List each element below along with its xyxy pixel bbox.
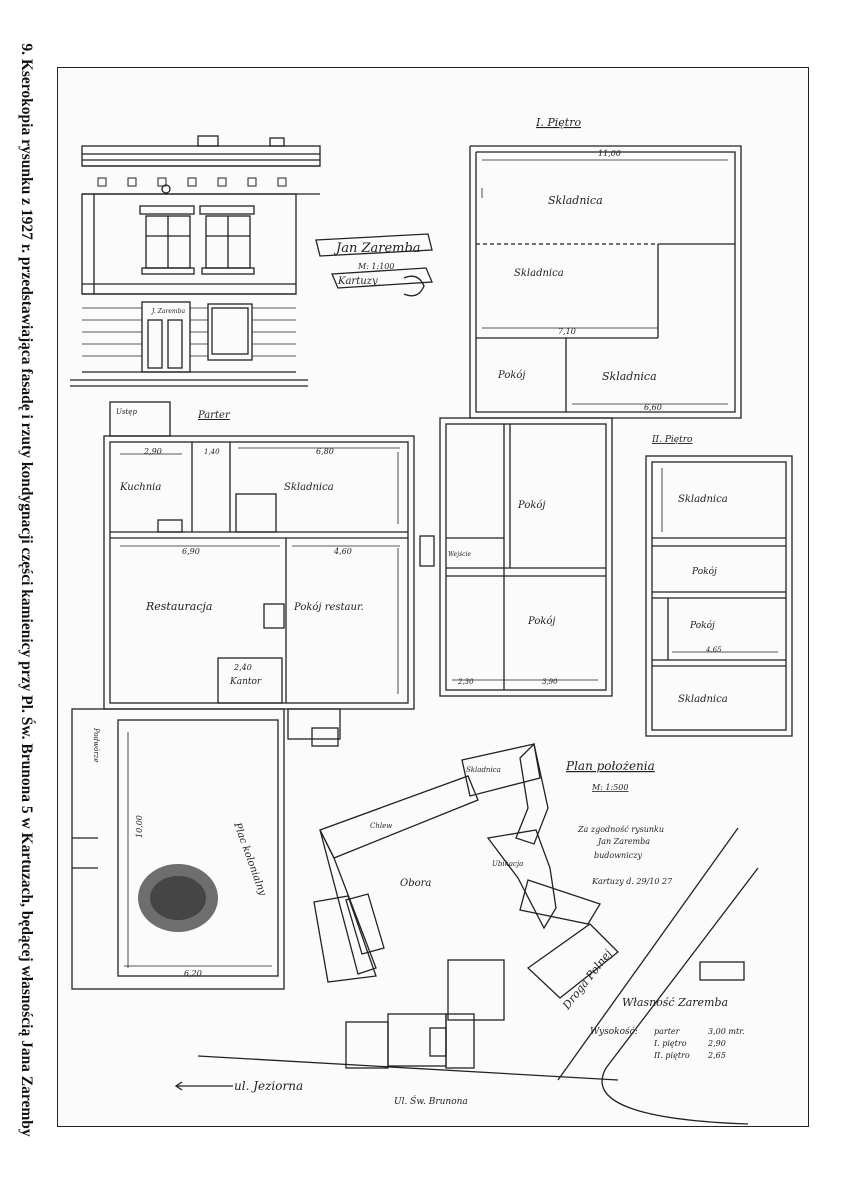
room-pokoj-restaur: Pokój restaur. — [293, 602, 364, 613]
note-date: Kartuzy d. 29/10 27 — [591, 877, 673, 886]
dim-6-20: 6,20 — [184, 969, 202, 978]
dim-6-90: 6,90 — [182, 547, 200, 556]
title-place: Kartuzy — [337, 276, 378, 287]
room-pokoj-1: Pokój — [497, 370, 526, 381]
dim-1-40: 1,40 — [204, 448, 220, 456]
middle-annex-plan — [419, 417, 613, 697]
height-value-1: 2,90 — [707, 1039, 726, 1048]
blueprint-drawing: Jan Zaremba M: 1:100 Kartuzy J. Zaremba … — [70, 116, 793, 1125]
title-owner: Jan Zaremba — [333, 241, 421, 256]
room-pokoj-2: Pokój — [517, 500, 546, 511]
title-banner — [315, 233, 433, 297]
room-kantor: Kantor — [229, 677, 262, 687]
room-skladnica-4: Skladnica — [284, 482, 334, 493]
room-skladnica-6: Skladnica — [678, 694, 728, 705]
title-scale: M: 1:100 — [357, 262, 394, 271]
dim-3-90: 3,90 — [542, 678, 558, 686]
room-pokoj-4: Pokój — [691, 566, 717, 577]
height-floor-1: I. piętro — [653, 1039, 687, 1048]
note-line2: Jan Zaremba — [596, 837, 650, 846]
street-b: Ul. Św. Brunona — [394, 1095, 468, 1107]
height-value-0: 3,00 mtr. — [708, 1027, 745, 1036]
note-line1: Za zgodność rysunku — [577, 825, 664, 834]
site-plan — [174, 742, 759, 1125]
facade-elevation — [70, 135, 321, 387]
street-c: Droga Polnej — [560, 947, 615, 1013]
heights-label: Wysokość: — [590, 1026, 638, 1037]
second-floor-plan — [645, 455, 793, 737]
street-a: ul. Jeziorna — [234, 1079, 303, 1093]
room-pokoj-5: Pokój — [689, 620, 715, 631]
dim-4-60: 4,60 — [333, 547, 352, 556]
note-line3: budowniczy — [594, 851, 642, 860]
legend-owner: Własność Zaremba — [622, 996, 728, 1009]
room-ubikacja: Ubikacja — [492, 860, 523, 868]
dim-7-10: 7,10 — [558, 327, 576, 336]
dim-4-65: 4,65 — [705, 646, 722, 654]
dim-2-90: 2,90 — [143, 447, 162, 456]
room-skladnica-5: Skladnica — [678, 494, 728, 505]
room-obora: Obora — [400, 878, 431, 889]
shop-sign: J. Zaremba — [150, 308, 185, 315]
height-floor-2: II. piętro — [653, 1051, 690, 1060]
height-value-2: 2,65 — [707, 1051, 726, 1060]
room-wejscie: Wejście — [448, 551, 471, 558]
yard-plan — [71, 708, 341, 990]
figure-caption: 9. Kserokopia rysunku z 1927 r. przedsta… — [6, 43, 46, 1136]
room-skladnica-1: Skladnica — [548, 194, 603, 207]
caption-text: 9. Kserokopia rysunku z 1927 r. przedsta… — [18, 43, 35, 1137]
height-floor-0: parter — [654, 1027, 681, 1036]
room-skladnica-7: Skladnica — [466, 766, 501, 774]
dim-2-30: 2,30 — [457, 678, 474, 686]
first-floor-plan — [469, 145, 742, 419]
dim-11-00: 11,00 — [598, 149, 621, 158]
blueprint-sheet: Jan Zaremba M: 1:100 Kartuzy J. Zaremba … — [57, 67, 809, 1127]
room-plac: Plac kolonialny — [231, 820, 268, 897]
room-chlew: Chlew — [370, 822, 392, 830]
room-kuchnia: Kuchnia — [119, 482, 161, 493]
dim-6-60: 6,60 — [644, 403, 662, 412]
site-plan-scale: M: 1:500 — [591, 783, 628, 792]
floor1-title: I. Piętro — [535, 116, 581, 129]
dim-2-40: 2,40 — [233, 663, 252, 672]
dim-6-80: 6,80 — [316, 447, 334, 456]
room-skladnica-3: Skladnica — [602, 370, 657, 383]
floor2-title: II. Piętro — [651, 435, 693, 445]
room-podworze: Podwórze — [92, 727, 100, 763]
room-skladnica-2: Skladnica — [514, 268, 564, 279]
room-pokoj-3: Pokój — [527, 616, 556, 627]
ground-title: Parter — [197, 410, 231, 421]
room-restauracja: Restauracja — [145, 600, 212, 613]
room-ustep: Ustęp — [116, 408, 137, 416]
dim-10-00: 10,00 — [135, 815, 144, 838]
site-plan-title: Plan położenia — [565, 759, 655, 773]
